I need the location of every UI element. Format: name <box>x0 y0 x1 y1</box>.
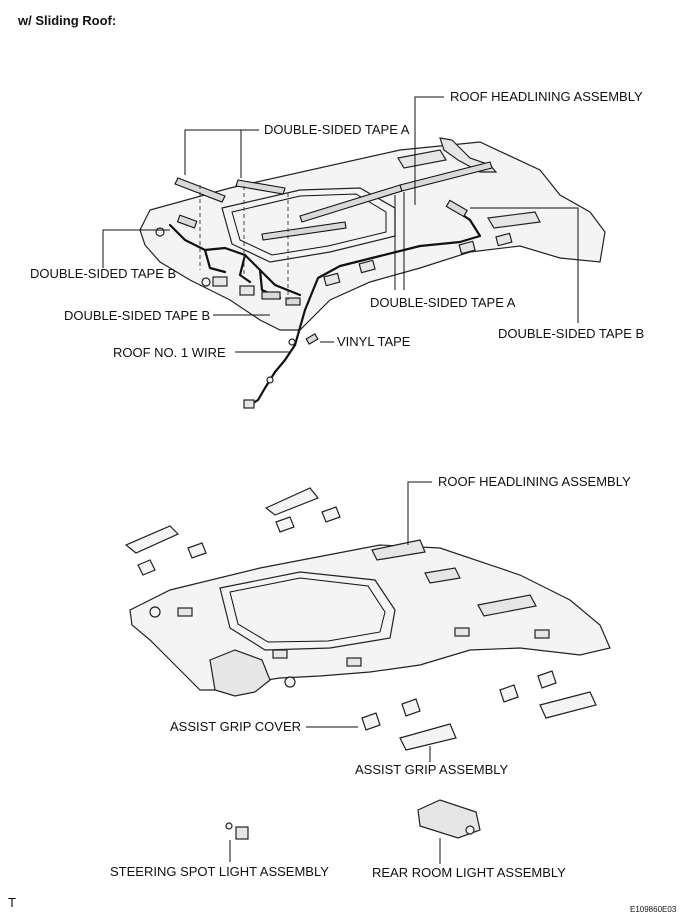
top-headlining-illustration <box>139 137 606 409</box>
label-roof-headlining-top: ROOF HEADLINING ASSEMBLY <box>450 89 643 104</box>
label-roof-headlining-bottom: ROOF HEADLINING ASSEMBLY <box>438 474 631 489</box>
rear-room-light-part <box>417 799 481 839</box>
label-double-sided-tape-a-top: DOUBLE-SIDED TAPE A <box>264 122 410 137</box>
label-assist-grip-assembly: ASSIST GRIP ASSEMBLY <box>355 762 509 777</box>
label-double-sided-tape-b-left: DOUBLE-SIDED TAPE B <box>30 266 176 281</box>
label-double-sided-tape-a-mid: DOUBLE-SIDED TAPE A <box>370 295 516 310</box>
label-vinyl-tape: VINYL TAPE <box>337 334 411 349</box>
label-roof-no1-wire: ROOF NO. 1 WIRE <box>113 345 226 360</box>
label-rear-room-light: REAR ROOM LIGHT ASSEMBLY <box>372 865 566 880</box>
label-double-sided-tape-b-right: DOUBLE-SIDED TAPE B <box>498 326 644 341</box>
top-leader-lines <box>102 96 579 353</box>
bottom-leader-lines <box>229 481 441 864</box>
corner-mark: T <box>8 895 16 910</box>
steering-spot-light-part <box>225 822 249 840</box>
label-assist-grip-cover: ASSIST GRIP COVER <box>170 719 301 734</box>
label-double-sided-tape-b-left2: DOUBLE-SIDED TAPE B <box>64 308 210 323</box>
figure-code: E109860E03 <box>630 905 677 914</box>
label-steering-spot-light: STEERING SPOT LIGHT ASSEMBLY <box>110 864 329 879</box>
figure-title: w/ Sliding Roof: <box>17 13 116 28</box>
bottom-headlining-illustration <box>124 487 611 840</box>
